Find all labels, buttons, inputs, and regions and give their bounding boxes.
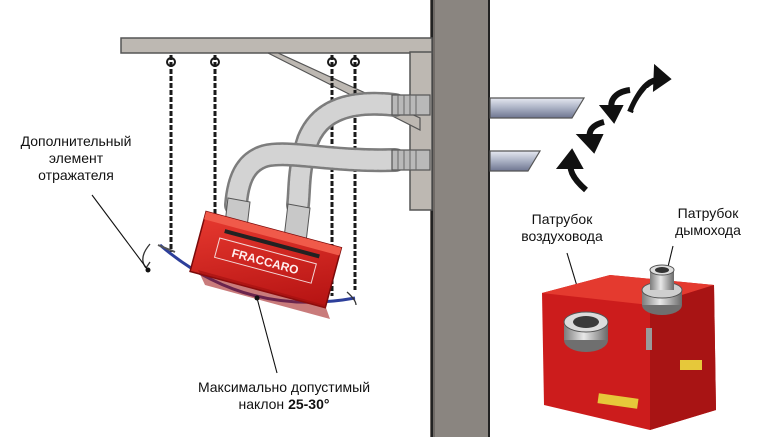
wall bbox=[430, 0, 490, 437]
max-tilt-label-line1: Максимально допустимый bbox=[197, 379, 371, 395]
max-tilt-value: 25-30° bbox=[288, 396, 330, 412]
flue-label-line1: Патрубок bbox=[677, 205, 739, 221]
leader-dots bbox=[145, 267, 260, 301]
wall-couplings bbox=[391, 94, 431, 171]
unit-photo-inset bbox=[542, 264, 716, 430]
air-duct-label-line2: воздуховода bbox=[521, 228, 603, 244]
reflector-label: Дополнительный элемент отражателя bbox=[6, 133, 146, 184]
max-tilt-label: Максимально допустимый наклон 25-30° bbox=[184, 379, 384, 413]
flue-label: Патрубок дымохода bbox=[658, 205, 758, 239]
outdoor-pipes bbox=[489, 97, 586, 172]
reflector-label-line1: Дополнительный bbox=[20, 133, 132, 149]
chain-hooks bbox=[166, 57, 360, 67]
air-duct-label: Патрубок воздуховода bbox=[507, 211, 617, 245]
max-tilt-label-line2: наклон 25-30° bbox=[184, 396, 384, 413]
reflector-label-line3: отражателя bbox=[38, 167, 114, 183]
flue-label-line2: дымохода bbox=[675, 222, 741, 238]
airflow-arrows bbox=[555, 63, 672, 193]
flexible-hoses bbox=[224, 91, 407, 217]
air-duct-label-line1: Патрубок bbox=[531, 211, 593, 227]
heater-unit-shade bbox=[198, 270, 330, 319]
reflector-label-line2: элемент bbox=[48, 150, 104, 166]
max-tilt-prefix: наклон bbox=[238, 396, 289, 412]
